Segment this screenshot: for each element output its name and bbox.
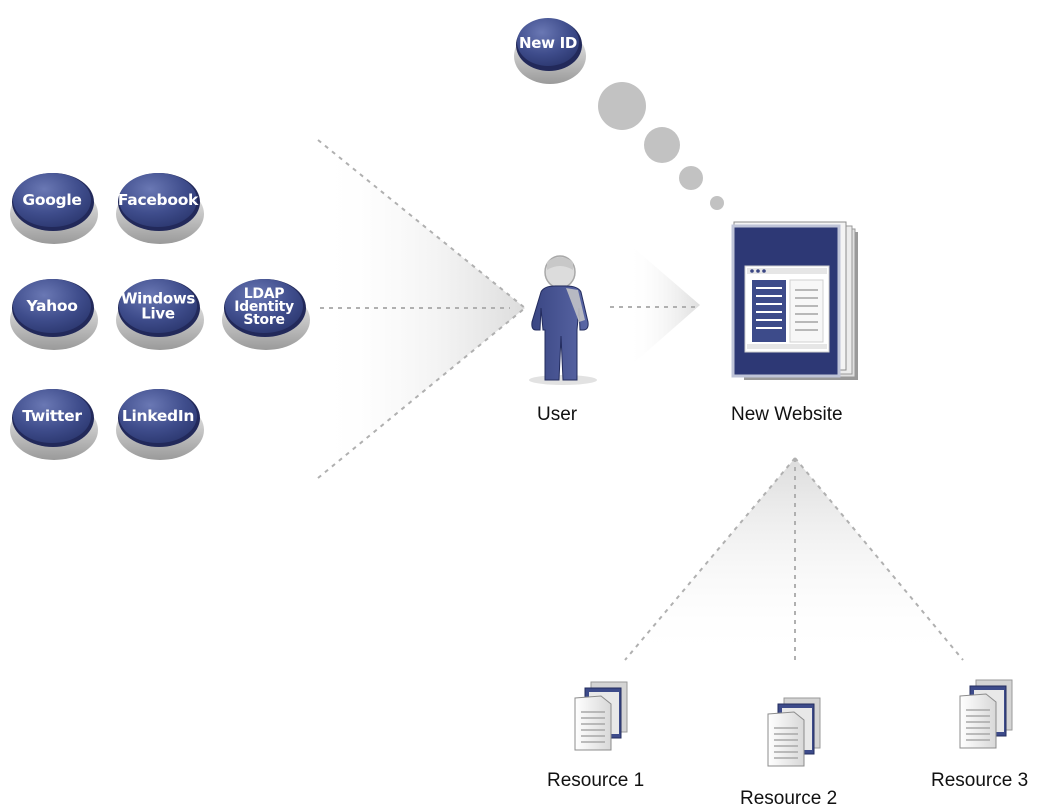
provider-button-google: Google — [10, 173, 98, 244]
resource-icons — [574, 679, 1013, 767]
new-id-label: New ID — [519, 34, 577, 52]
new-website-label: New Website — [731, 404, 843, 425]
provider-label-yahoo: Yahoo — [25, 297, 77, 315]
provider-button-yahoo: Yahoo — [10, 279, 98, 350]
thought-bubble-large — [598, 82, 646, 130]
provider-button-facebook: Facebook — [116, 173, 204, 244]
website-icon — [731, 221, 858, 380]
provider-label-facebook: Facebook — [118, 191, 199, 209]
user-to-website-beam — [628, 243, 700, 368]
thought-bubble-tiny — [710, 196, 724, 210]
dotted-line-resource-3 — [794, 457, 964, 661]
thought-bubble-small — [679, 166, 703, 190]
document-stack-icon-2 — [767, 697, 821, 767]
document-stack-icon-1 — [574, 681, 628, 751]
user-label: User — [537, 404, 578, 425]
provider-label-linkedin: LinkedIn — [122, 407, 194, 425]
provider-label-google: Google — [22, 191, 81, 209]
provider-button-twitter: Twitter — [10, 389, 98, 460]
user-icon — [529, 255, 597, 385]
resource-2-label: Resource 2 — [740, 788, 838, 809]
thought-bubble-medium — [644, 127, 680, 163]
new-id-button: New ID — [514, 18, 586, 84]
document-stack-icon-3 — [959, 679, 1013, 749]
resource-1-label: Resource 1 — [547, 770, 645, 791]
provider-button-linkedin: LinkedIn — [116, 389, 204, 460]
resource-3-label: Resource 3 — [931, 770, 1029, 791]
provider-label-twitter: Twitter — [22, 407, 82, 425]
